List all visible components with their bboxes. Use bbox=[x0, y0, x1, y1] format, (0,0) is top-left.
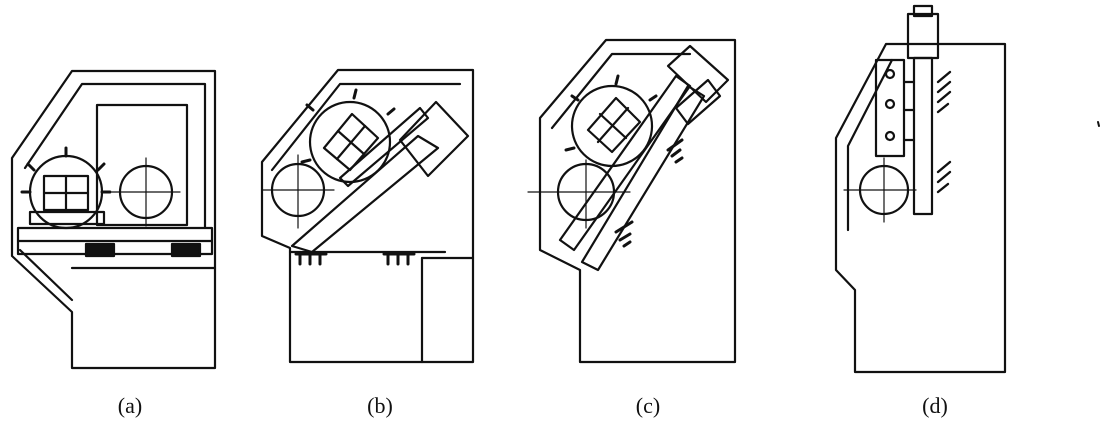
stray-mark bbox=[1098, 122, 1099, 126]
turret-c bbox=[566, 76, 656, 166]
vertical-slide-d bbox=[914, 58, 932, 214]
bed-outline-a bbox=[12, 71, 215, 368]
tool-post-d bbox=[876, 60, 914, 156]
caption-a: (a) bbox=[117, 393, 143, 418]
turret-a bbox=[22, 148, 110, 228]
caption-d: (d) bbox=[922, 393, 948, 418]
wall-hatch-d2 bbox=[938, 162, 950, 192]
wall-hatch-d1 bbox=[938, 72, 950, 112]
wedge-hatch-c2 bbox=[616, 222, 632, 246]
diagram-c bbox=[528, 40, 735, 362]
guideway-b1 bbox=[296, 254, 326, 264]
spindle-chuck-a bbox=[112, 158, 180, 226]
spindle-chuck-d bbox=[844, 158, 916, 222]
guideway-b2 bbox=[384, 254, 414, 264]
inclined-slide-b bbox=[292, 102, 468, 252]
guideway-a1 bbox=[86, 244, 114, 256]
inner-chip-guard-d bbox=[848, 60, 892, 230]
lower-slope-a bbox=[20, 250, 72, 300]
inner-chip-guard-c bbox=[552, 54, 690, 128]
caption-b: (b) bbox=[367, 393, 393, 418]
inclined-slide-c bbox=[560, 46, 728, 270]
guideway-a2 bbox=[172, 244, 200, 256]
bed-outline-c bbox=[540, 40, 735, 362]
inner-chip-guard-b bbox=[272, 84, 460, 170]
spindle-chuck-c bbox=[528, 160, 630, 228]
diagram-d bbox=[836, 6, 1005, 372]
diagram-a bbox=[12, 71, 215, 368]
tool-head-d bbox=[908, 14, 938, 58]
diagram-b bbox=[262, 70, 473, 362]
turret-b bbox=[302, 90, 394, 182]
spindle-chuck-b bbox=[262, 155, 334, 228]
bed-outline-d bbox=[836, 44, 1005, 372]
tool-head-cap-d bbox=[914, 6, 932, 16]
inner-chip-guard-a bbox=[25, 84, 205, 227]
headstock-frame-a bbox=[97, 105, 187, 225]
bed-outline-b bbox=[262, 70, 473, 362]
wedge-hatch-c1 bbox=[668, 140, 682, 162]
caption-c: (c) bbox=[635, 393, 661, 418]
